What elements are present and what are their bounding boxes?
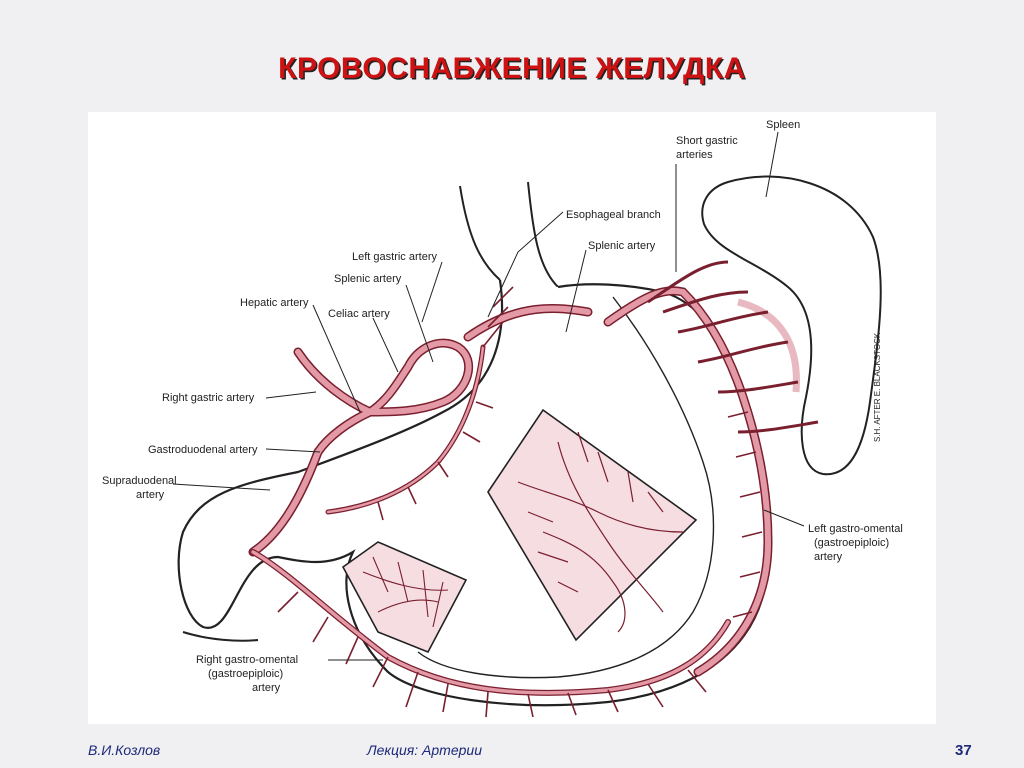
leader-lines — [172, 131, 805, 661]
short-gastric-branches — [647, 260, 819, 434]
artist-signature: S.H. AFTER E. BLACKSTOCK — [873, 332, 882, 442]
stomach-outline — [177, 279, 770, 707]
spleen — [701, 175, 882, 476]
label-celiac: Celiac artery — [328, 308, 390, 320]
label-hepatic: Hepatic artery — [240, 297, 309, 309]
slide-title: КРОВОСНАБЖЕНИЕ ЖЕЛУДКА — [278, 52, 746, 85]
esophagus — [459, 181, 559, 288]
label-supraduodenal-1: Supraduodenal — [102, 475, 177, 487]
label-left-gastro-omental-1: Left gastro-omental — [808, 523, 903, 535]
slide-number: 37 — [955, 742, 972, 759]
label-short-gastric-1: Short gastric — [676, 135, 738, 147]
mucosa-window-lower — [341, 541, 468, 654]
label-splenic-artery-left: Splenic artery — [334, 273, 402, 285]
anatomy-drawing: Spleen Short gastric arteries Esophageal… — [102, 119, 903, 718]
stomach-blood-supply-figure: Spleen Short gastric arteries Esophageal… — [88, 112, 936, 724]
footer-lecture-title: Лекция: Артерии — [367, 742, 482, 758]
label-spleen: Spleen — [766, 119, 800, 131]
mucosal-vessels-lower — [362, 556, 449, 628]
label-right-gastric: Right gastric artery — [162, 392, 255, 404]
label-right-gastro-omental-3: artery — [252, 682, 281, 694]
inner-wall-line — [417, 296, 715, 679]
label-left-gastro-omental-3: artery — [814, 551, 843, 563]
label-left-gastric: Left gastric artery — [352, 251, 437, 263]
label-right-gastro-omental-1: Right gastro-omental — [196, 654, 298, 666]
label-right-gastro-omental-2: (gastroepiploic) — [208, 668, 283, 680]
spleen-hilum — [737, 298, 800, 393]
footer-author: В.И.Козлов — [88, 742, 161, 758]
label-left-gastro-omental-2: (gastroepiploic) — [814, 537, 889, 549]
label-supraduodenal-2: artery — [136, 489, 165, 501]
label-gastroduodenal: Gastroduodenal artery — [148, 444, 258, 456]
arteries — [248, 286, 773, 696]
mucosal-vessels-center — [517, 431, 684, 633]
label-esophageal-branch: Esophageal branch — [566, 209, 661, 221]
mucosa-window-center — [487, 408, 698, 642]
label-splenic-artery-right: Splenic artery — [588, 240, 656, 252]
label-short-gastric-2: arteries — [676, 149, 713, 161]
small-branches — [277, 286, 763, 718]
duodenum — [182, 631, 259, 642]
